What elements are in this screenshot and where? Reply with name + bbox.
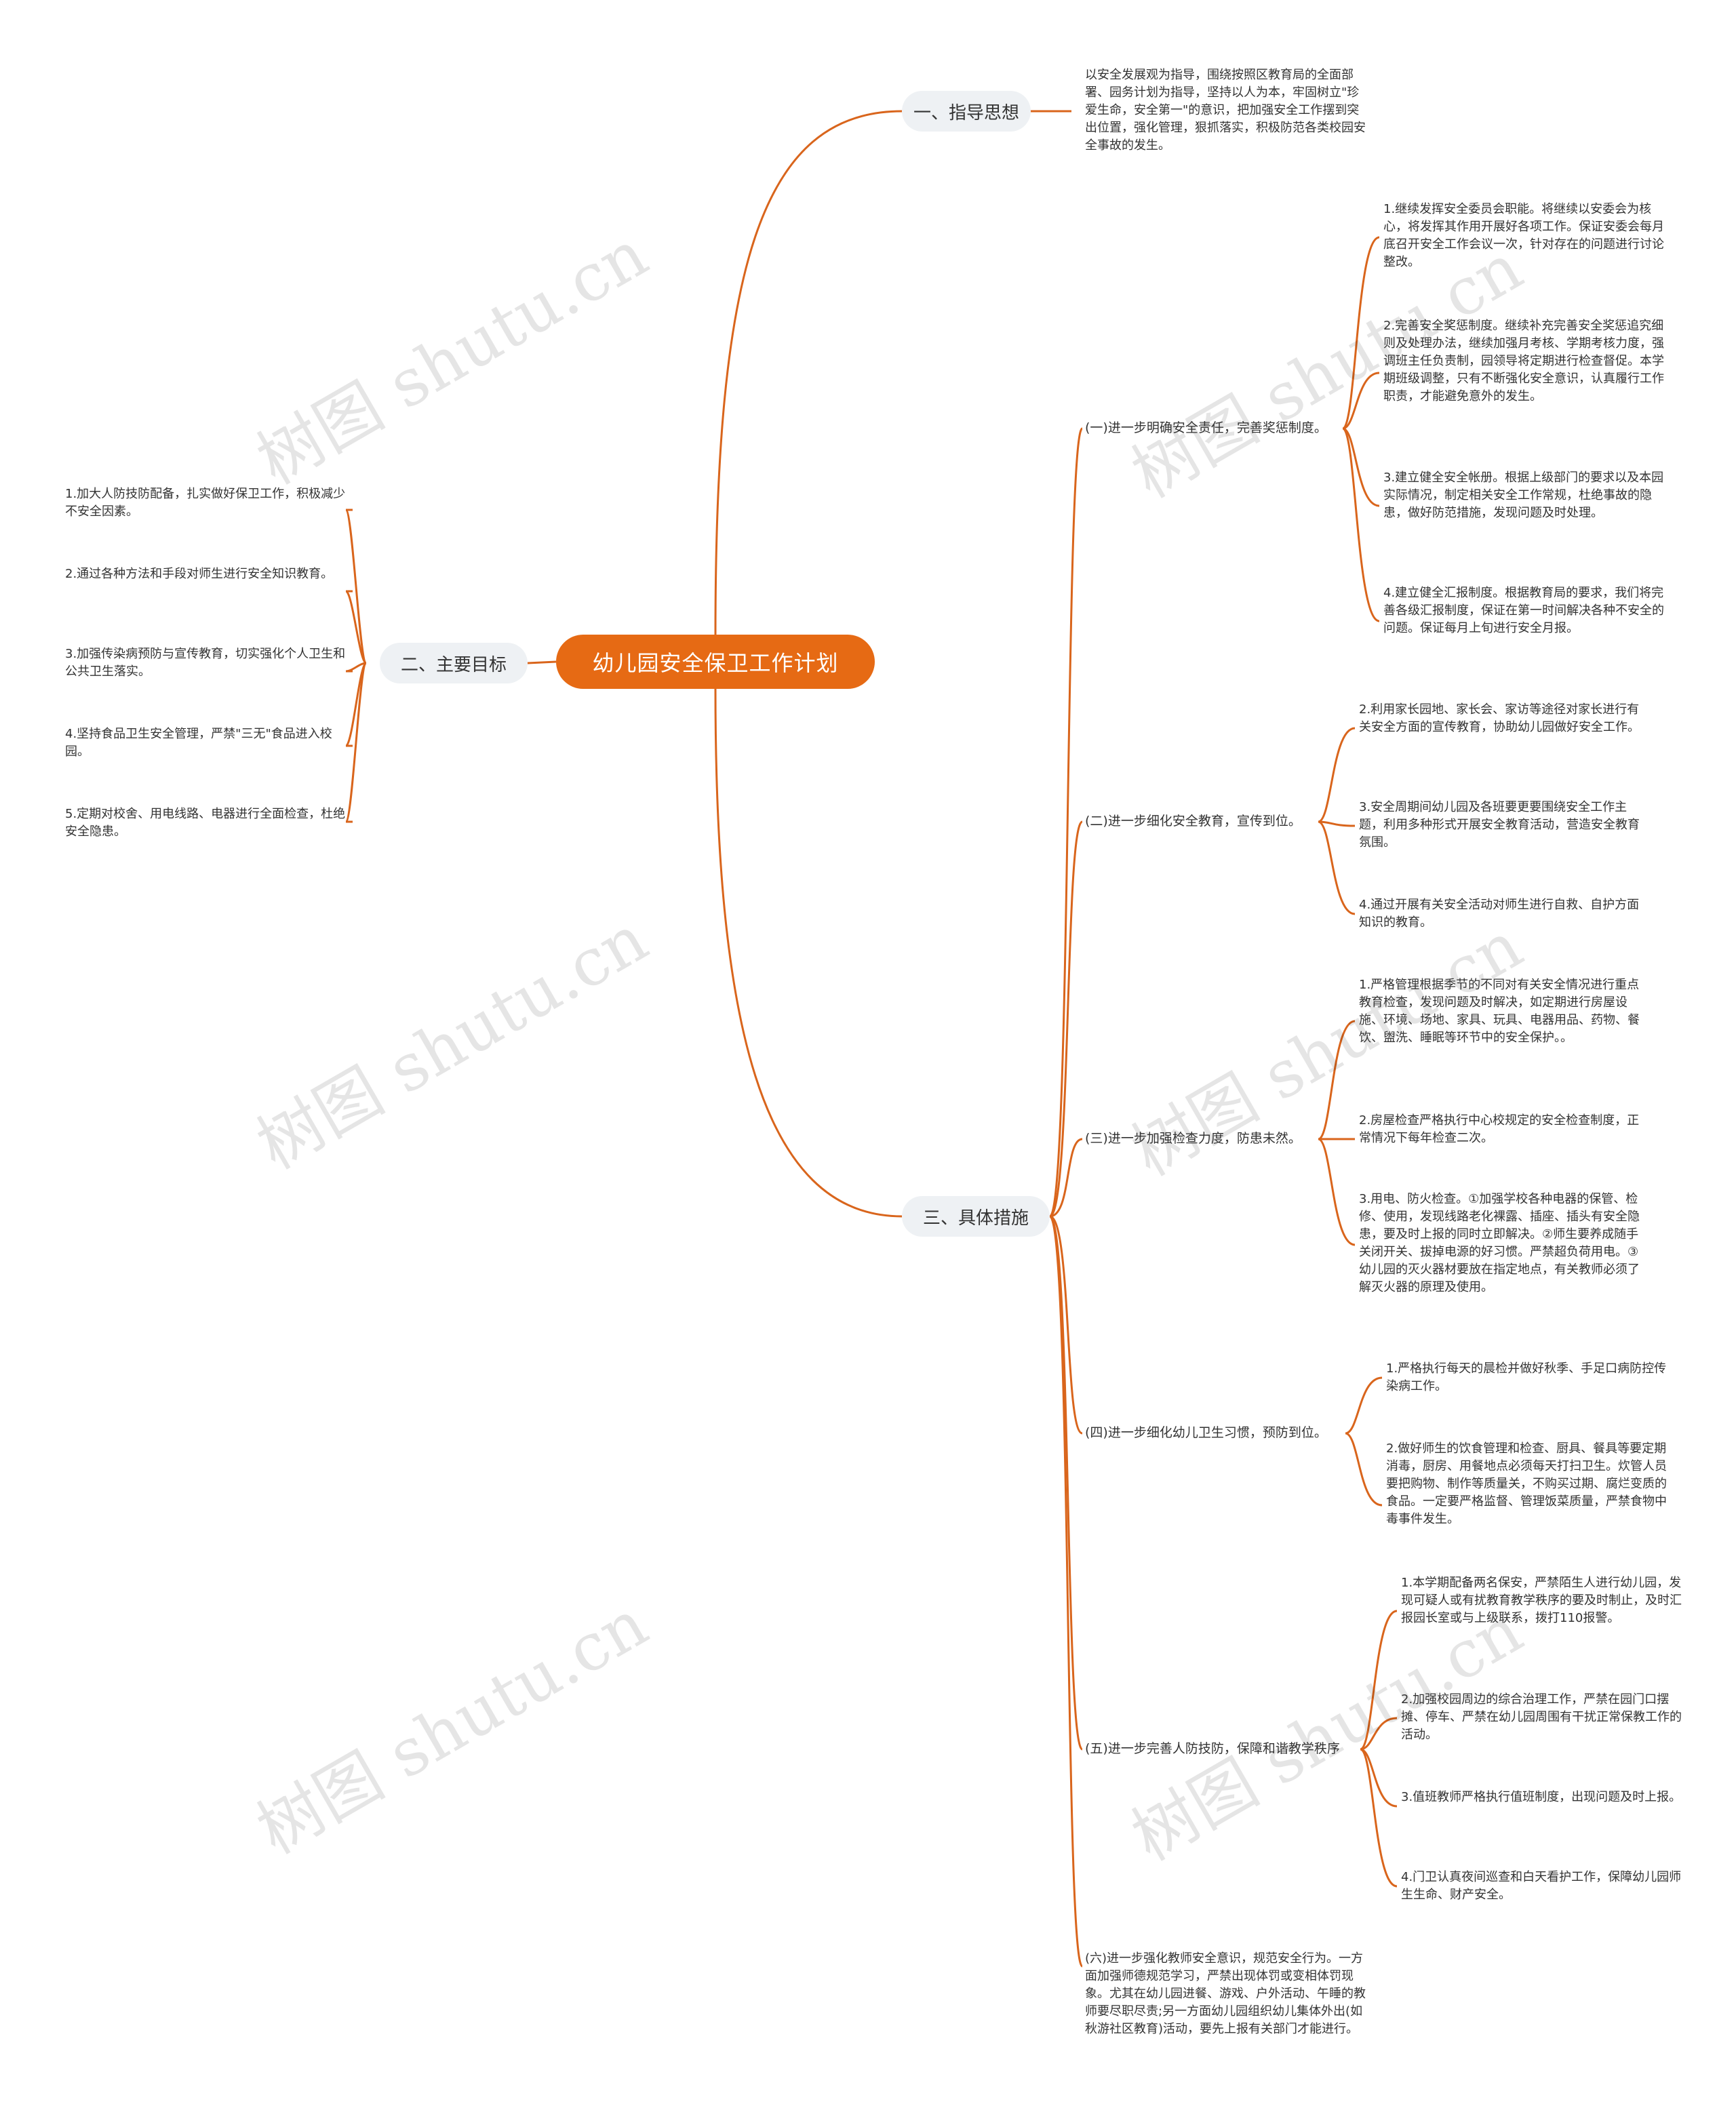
measure-item: 1.继续发挥安全委员会职能。将继续以安委会为核心，将发挥其作用开展好各项工作。保…	[1383, 202, 1664, 269]
branch-guiding-ideology[interactable]: 一、指导思想	[902, 91, 1031, 132]
link-m5-0	[1360, 1610, 1398, 1751]
measure-6-label[interactable]: (六)进一步强化教师安全意识，规范安全行为。一方面加强师德规范学习，严禁出现体罚…	[1085, 1951, 1366, 2036]
measure-2-label[interactable]: (二)进一步细化安全教育，宣传到位。	[1085, 814, 1301, 829]
link-branch3-sub-5	[1048, 1215, 1084, 1968]
measure-item: 4.通过开展有关安全活动对师生进行自救、自护方面知识的教育。	[1359, 898, 1640, 930]
measure-item: 1.本学期配备两名保安，严禁陌生人进行幼儿园，发现可疑人或有扰教育教学秩序的要及…	[1401, 1576, 1682, 1625]
measure-item: 2.利用家长园地、家长会、家访等途径对家长进行有关安全方面的宣传教育，协助幼儿园…	[1359, 702, 1640, 734]
measure-1-label[interactable]: (一)进一步明确安全责任，完善奖惩制度。	[1085, 420, 1327, 435]
goal-item: 3.加强传染病预防与宣传教育，切实强化个人卫生和公共卫生落实。	[65, 647, 346, 679]
measure-item: 3.值班教师严格执行值班制度，出现问题及时上报。	[1401, 1790, 1682, 1804]
link-m2-0	[1318, 727, 1356, 823]
measure-item: 2.做好师生的饮食管理和检查、厨具、餐具等要定期消毒，厨房、用餐地点必须每天打扫…	[1386, 1441, 1667, 1526]
measure-item: 4.门卫认真夜间巡查和白天看护工作，保障幼儿园师生生命、财产安全。	[1401, 1870, 1682, 1902]
measure-3-label[interactable]: (三)进一步加强检查力度，防患未然。	[1085, 1131, 1301, 1146]
measure-item: 2.房屋检查严格执行中心校规定的安全检查制度，正常情况下每年检查二次。	[1359, 1113, 1640, 1145]
link-goal-1	[344, 590, 368, 664]
measure-item: 3.安全周期间幼儿园及各班要更要围绕安全工作主题，利用多种形式开展安全教育活动，…	[1359, 800, 1640, 850]
measure-5-label[interactable]: (五)进一步完善人防技防，保障和谐教学秩序	[1085, 1741, 1340, 1756]
link-m1-3	[1341, 427, 1380, 622]
root-topic[interactable]: 幼儿园安全保卫工作计划	[556, 635, 875, 689]
link-m5-1	[1360, 1717, 1398, 1751]
link-root-branch2	[527, 660, 557, 664]
link-goal-4	[344, 662, 368, 823]
measure-item: 2.加强校园周边的综合治理工作，严禁在园门口摆摊、停车、严禁在幼儿园周围有干扰正…	[1401, 1692, 1682, 1742]
link-branch3-sub-4	[1048, 1215, 1084, 1751]
link-m1-1	[1342, 372, 1380, 430]
measure-4-label[interactable]: (四)进一步细化幼儿卫生习惯，预防到位。	[1085, 1425, 1327, 1440]
link-root-branch1	[714, 110, 903, 635]
measure-item: 2.完善安全奖惩制度。继续补充完善安全奖惩追究细则及处理办法，继续加强月考核、学…	[1383, 319, 1664, 403]
measure-item: 3.用电、防火检查。①加强学校各种电器的保管、检修、使用，发现线路老化裸露、插座…	[1359, 1192, 1640, 1294]
goal-item: 5.定期对校舍、用电线路、电器进行全面检查，杜绝安全隐患。	[65, 807, 346, 839]
link-m3-2	[1318, 1138, 1356, 1246]
link-m4-0	[1345, 1376, 1383, 1435]
measure-item: 4.建立健全汇报制度。根据教育局的要求，我们将完善各级汇报制度，保证在第一时间解…	[1383, 586, 1664, 635]
link-branch3-sub-2	[1049, 1138, 1083, 1218]
goal-item: 4.坚持食品卫生安全管理，严禁"三无"食品进入校园。	[65, 727, 332, 759]
link-m4-1	[1345, 1432, 1383, 1507]
link-root-branch3	[714, 688, 903, 1218]
measure-item: 1.严格管理根据季节的不同对有关安全情况进行重点教育检查，发现问题及时解决，如定…	[1359, 978, 1640, 1045]
link-m5-3	[1360, 1748, 1398, 1888]
link-branch3-sub-3	[1049, 1215, 1083, 1435]
goal-item: 1.加大人防技防配备，扎实做好保卫工作，积极减少不安全因素。	[65, 487, 346, 519]
guiding-ideology-text: 以安全发展观为指导，围绕按照区教育局的全面部署、园务计划为指导，坚持以人为本，牢…	[1085, 68, 1366, 153]
measure-item: 1.严格执行每天的晨检并做好秋季、手足口病防控传染病工作。	[1386, 1361, 1667, 1393]
link-m2-1	[1318, 820, 1356, 827]
link-m2-2	[1318, 820, 1356, 915]
link-m3-0	[1318, 1020, 1356, 1140]
branch-main-goals[interactable]: 二、主要目标	[380, 643, 528, 683]
link-branch3-sub-0	[1048, 427, 1084, 1218]
branch-specific-measures[interactable]: 三、具体措施	[902, 1196, 1050, 1237]
link-m1-2	[1342, 427, 1380, 507]
link-m1-0	[1342, 236, 1380, 430]
measure-item: 3.建立健全安全帐册。根据上级部门的要求以及本园实际情况，制定相关安全工作常规，…	[1383, 471, 1664, 520]
link-branch3-sub-1	[1049, 820, 1084, 1218]
link-m5-2	[1360, 1748, 1398, 1808]
goal-item: 2.通过各种方法和手段对师生进行安全知识教育。	[65, 567, 334, 581]
link-goal-0	[344, 509, 368, 664]
